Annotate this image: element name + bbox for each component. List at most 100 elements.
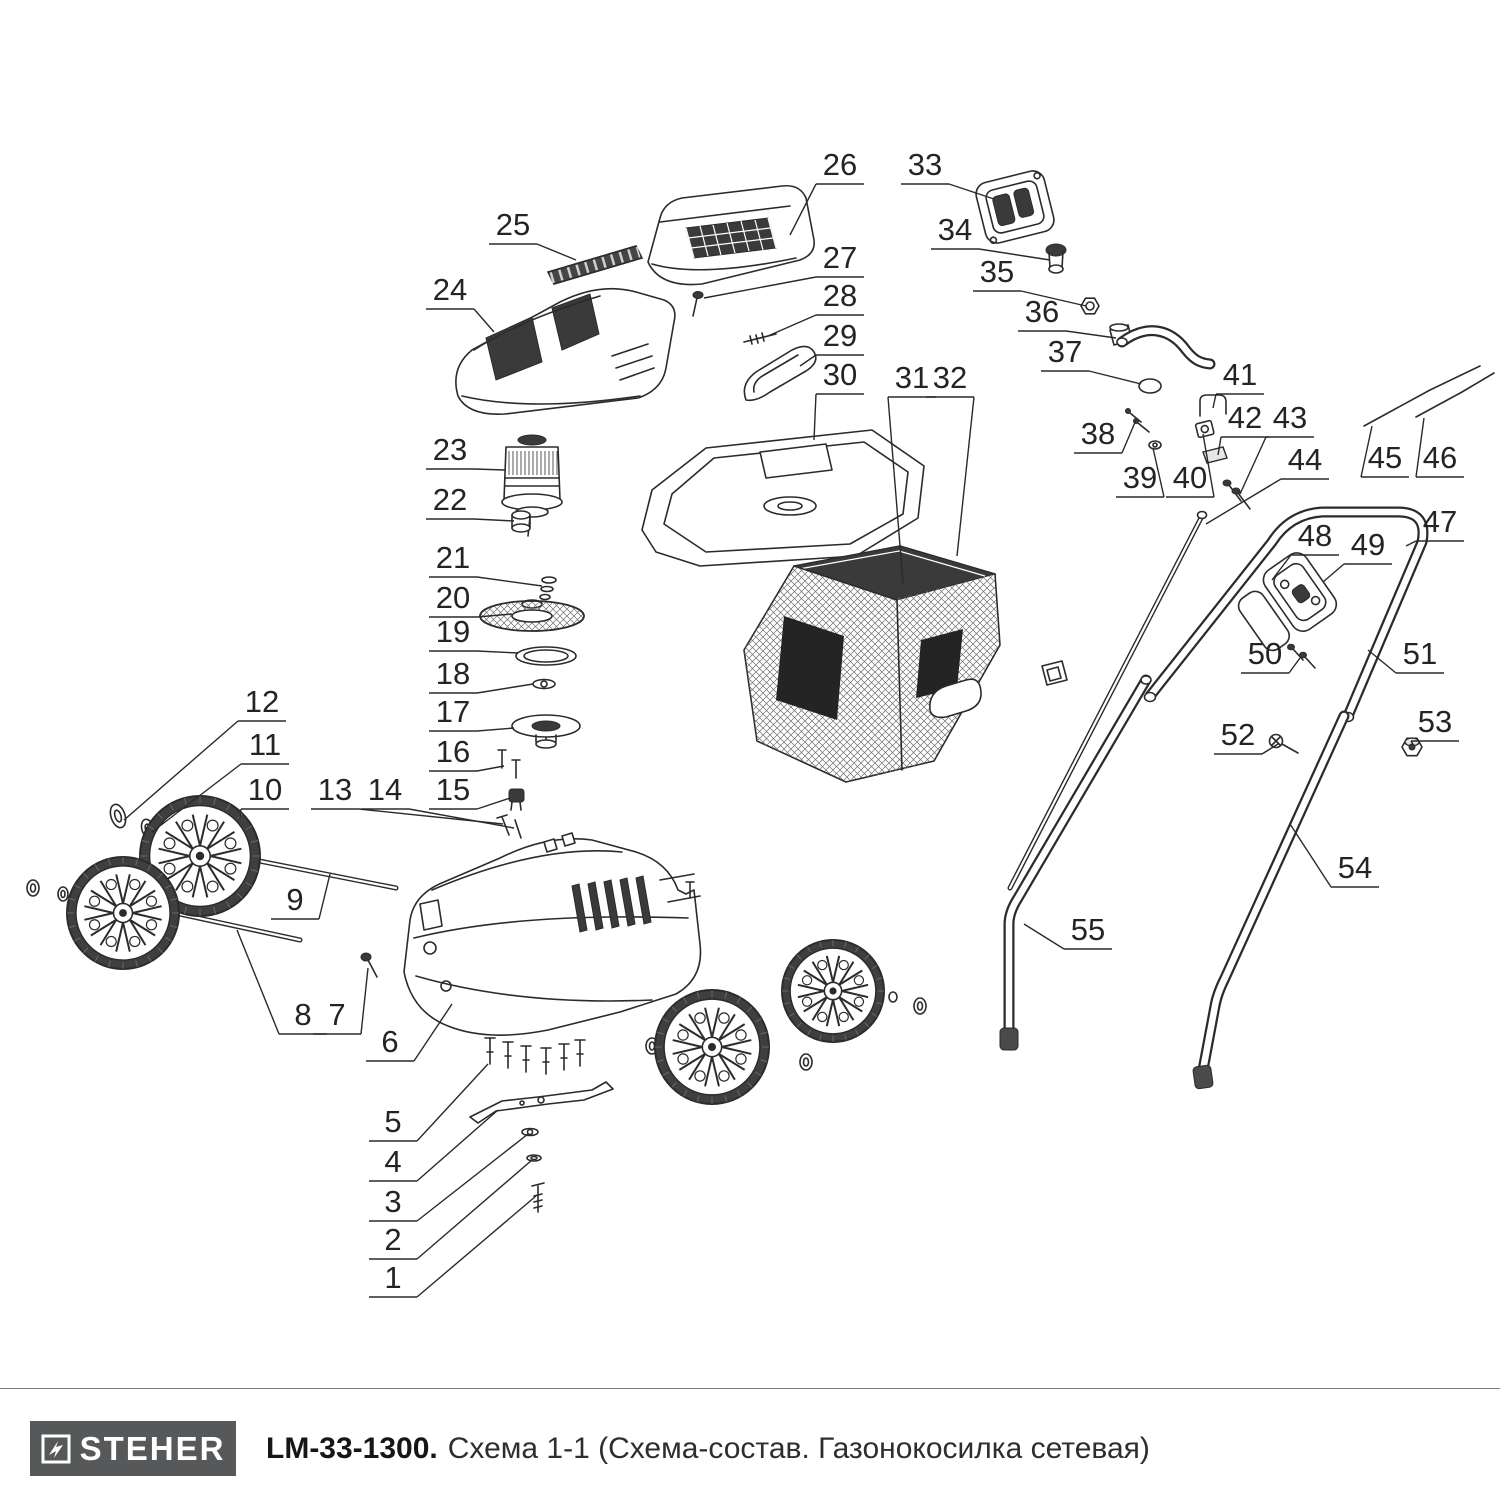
main-deck	[403, 832, 702, 1036]
part-label-1: 1	[369, 1195, 537, 1298]
part-label-8: 8	[236, 929, 327, 1035]
part-number-53: 53	[1418, 704, 1452, 739]
vent-grille	[546, 245, 644, 285]
handle-knobs	[1268, 733, 1423, 757]
part-number-50: 50	[1248, 636, 1282, 671]
part-label-19: 19	[429, 614, 519, 654]
part-number-5: 5	[384, 1104, 401, 1139]
part-label-5: 5	[369, 1063, 489, 1142]
part-number-37: 37	[1048, 334, 1082, 369]
part-number-16: 16	[436, 734, 470, 769]
part-number-52: 52	[1221, 717, 1255, 752]
model-number: LM-33-1300.	[266, 1431, 438, 1465]
part-number-23: 23	[433, 432, 467, 467]
part-number-13: 13	[318, 772, 352, 807]
part-label-31: 31	[887, 360, 936, 584]
part-number-19: 19	[436, 614, 470, 649]
handle-switch-housing	[1237, 552, 1338, 669]
part-number-36: 36	[1025, 294, 1059, 329]
part-number-10: 10	[248, 772, 282, 807]
part-label-13: 13	[311, 772, 504, 825]
motor	[501, 434, 563, 537]
part-label-21: 21	[429, 540, 543, 587]
part-label-6: 6	[366, 1003, 453, 1062]
top-cover	[647, 184, 816, 286]
part-number-46: 46	[1423, 440, 1457, 475]
part-label-54: 54	[1289, 823, 1379, 888]
part-label-4: 4	[369, 1109, 499, 1182]
part-label-53: 53	[1410, 704, 1459, 747]
part-label-10: 10	[239, 772, 289, 819]
part-number-18: 18	[436, 656, 470, 691]
part-number-28: 28	[823, 278, 857, 313]
brand-logo: STEHER	[30, 1421, 236, 1476]
part-number-1: 1	[384, 1260, 401, 1295]
part-number-17: 17	[436, 694, 470, 729]
part-label-14: 14	[361, 772, 515, 829]
part-number-41: 41	[1223, 357, 1257, 392]
blade-bolt-parts	[521, 1127, 545, 1213]
part-label-33: 33	[901, 147, 995, 200]
part-label-17: 17	[429, 694, 515, 732]
part-label-16: 16	[429, 734, 505, 772]
part-label-2: 2	[369, 1159, 533, 1260]
wheel	[66, 856, 180, 970]
part-number-3: 3	[384, 1184, 401, 1219]
part-number-45: 45	[1368, 440, 1402, 475]
part-number-40: 40	[1173, 460, 1207, 495]
part-number-55: 55	[1071, 912, 1105, 947]
switch-small-parts	[1045, 243, 1251, 510]
part-number-6: 6	[381, 1024, 398, 1059]
part-number-34: 34	[938, 212, 972, 247]
wheel	[654, 989, 770, 1105]
part-label-40: 40	[1166, 433, 1215, 498]
brand-name: STEHER	[79, 1429, 226, 1467]
part-label-51: 51	[1367, 636, 1444, 674]
motor-cover	[455, 287, 676, 415]
part-number-54: 54	[1338, 850, 1372, 885]
part-label-22: 22	[426, 482, 515, 522]
part-label-7: 7	[313, 967, 369, 1035]
wheel	[139, 795, 261, 917]
lower-handle-left	[999, 674, 1152, 1051]
upper-deck-plate	[641, 429, 925, 567]
part-number-21: 21	[436, 540, 470, 575]
part-label-24: 24	[426, 272, 495, 333]
part-label-30: 30	[813, 357, 864, 441]
part-label-11: 11	[151, 727, 289, 833]
grass-basket	[743, 545, 1001, 783]
part-number-12: 12	[245, 684, 279, 719]
part-number-38: 38	[1081, 416, 1115, 451]
part-number-20: 20	[436, 580, 470, 615]
part-number-2: 2	[384, 1222, 401, 1257]
part-number-25: 25	[496, 207, 530, 242]
part-label-52: 52	[1214, 717, 1279, 755]
part-number-24: 24	[433, 272, 467, 307]
part-number-14: 14	[368, 772, 402, 807]
wheels	[66, 795, 885, 1105]
part-label-23: 23	[426, 432, 506, 471]
part-label-28: 28	[767, 278, 864, 337]
part-label-35: 35	[973, 254, 1087, 307]
part-label-47: 47	[1405, 504, 1464, 547]
brand-logo-icon	[41, 1434, 71, 1463]
part-label-20: 20	[429, 580, 513, 618]
part-number-4: 4	[384, 1144, 401, 1179]
part-number-49: 49	[1351, 527, 1385, 562]
part-number-31: 31	[895, 360, 929, 395]
part-label-45: 45	[1360, 425, 1409, 478]
support-rod	[1007, 510, 1208, 891]
part-label-36: 36	[1018, 294, 1117, 339]
part-label-15: 15	[429, 772, 511, 810]
power-cables	[1363, 365, 1495, 427]
part-label-26: 26	[789, 147, 864, 236]
part-label-3: 3	[369, 1133, 529, 1222]
part-number-27: 27	[823, 240, 857, 275]
part-label-49: 49	[1322, 527, 1392, 583]
part-label-29: 29	[799, 318, 864, 367]
wheel	[781, 939, 885, 1043]
part-label-9: 9	[271, 873, 331, 920]
part-label-37: 37	[1041, 334, 1142, 385]
switch-box	[975, 170, 1055, 245]
blade-screws	[484, 1037, 586, 1075]
